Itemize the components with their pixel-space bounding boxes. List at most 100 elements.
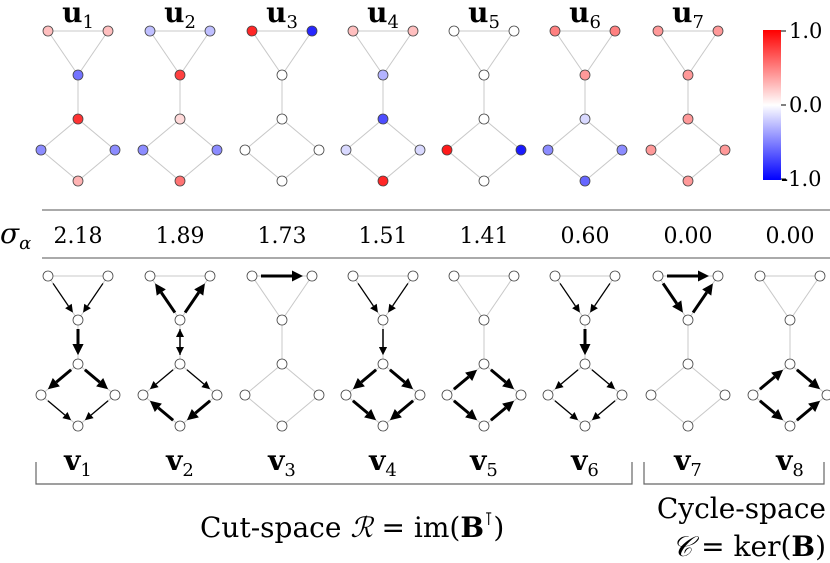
u-graph-2: u2 xyxy=(137,0,223,187)
flow-arrow-head xyxy=(502,400,515,413)
flow-arrow-head xyxy=(155,283,166,296)
v-label-6: v6 xyxy=(570,444,599,481)
graph-edge xyxy=(281,394,320,427)
graph-edge xyxy=(483,149,522,182)
flow-arrow-shaft xyxy=(661,282,678,305)
flow-arrow-head xyxy=(465,408,478,421)
graph-node xyxy=(682,314,694,326)
graph-node xyxy=(276,314,288,326)
flow-arrow-shaft xyxy=(351,399,369,415)
graph-node xyxy=(448,25,460,37)
v-label-3: v3 xyxy=(267,444,296,481)
sigma-value-5: 1.41 xyxy=(460,224,509,249)
graph-node xyxy=(102,270,114,282)
graph-node xyxy=(72,358,84,370)
flow-arrow-shaft xyxy=(392,283,409,307)
graph-edge xyxy=(584,30,616,76)
graph-node xyxy=(377,113,389,125)
graph-edge xyxy=(149,30,181,76)
graph-edge xyxy=(759,275,791,321)
graph-node xyxy=(579,175,591,187)
graph-node xyxy=(542,389,554,401)
graph-node xyxy=(144,25,156,37)
graph-node xyxy=(276,358,288,370)
colorbar: 1.0 0.0 -1.0 xyxy=(763,19,822,191)
graph-node xyxy=(306,25,318,37)
graph-node xyxy=(276,113,288,125)
graph-node xyxy=(72,175,84,187)
graph-edge xyxy=(687,149,726,182)
flow-arrow-shaft xyxy=(597,400,616,416)
graph-node xyxy=(72,420,84,432)
u-label-5: u5 xyxy=(468,0,500,33)
graph-edge xyxy=(40,149,79,182)
flow-arrow-head xyxy=(388,303,396,313)
flow-arrow-shaft xyxy=(155,369,174,385)
graph-node xyxy=(754,270,766,282)
flow-arrow-shaft xyxy=(452,375,470,391)
sigma-value-7: 0.00 xyxy=(664,224,713,249)
sigma-value-8: 0.00 xyxy=(766,224,815,249)
flow-arrow-head xyxy=(149,400,162,413)
flow-arrow-head xyxy=(194,283,205,296)
sigma-value-1: 2.18 xyxy=(54,224,103,249)
graph-edge xyxy=(179,30,211,76)
graph-node xyxy=(72,113,84,125)
graph-edge xyxy=(142,149,181,182)
graph-edge xyxy=(352,30,384,76)
flow-arrow-shaft xyxy=(87,283,104,307)
graph-node xyxy=(478,314,490,326)
u-graph-7: u7 xyxy=(645,0,731,187)
flow-arrow-head xyxy=(176,329,184,337)
graph-node xyxy=(174,314,186,326)
graph-node xyxy=(377,420,389,432)
v-graph-7: v7 xyxy=(645,270,731,481)
flow-arrow-head xyxy=(698,270,709,282)
flow-arrow-shaft xyxy=(559,283,576,307)
graph-edge xyxy=(382,149,421,182)
v-graph-8: v8 xyxy=(747,270,830,481)
graph-node xyxy=(313,144,325,156)
u-label-1: u1 xyxy=(62,0,94,33)
graph-node xyxy=(609,270,621,282)
graph-node xyxy=(645,144,657,156)
flow-arrow-head xyxy=(201,381,211,390)
graph-edge xyxy=(650,149,689,182)
graph-edge xyxy=(244,149,283,182)
flow-arrow-shaft xyxy=(388,368,406,384)
flow-arrow-shaft xyxy=(183,291,200,314)
graph-edge xyxy=(251,30,283,76)
v-graph-2: v2 xyxy=(137,270,223,481)
v-graph-6: v6 xyxy=(542,270,628,481)
graph-node xyxy=(35,144,47,156)
graph-node xyxy=(407,25,419,37)
graph-edge xyxy=(483,275,515,321)
sigma-label: σα xyxy=(0,217,31,254)
graph-edge xyxy=(554,30,586,76)
flow-arrow-shaft xyxy=(594,283,611,307)
v-graph-4: v4 xyxy=(340,270,426,481)
graph-edge xyxy=(281,118,320,151)
cut-space-bracket xyxy=(35,462,633,485)
flow-arrow-head xyxy=(149,381,159,390)
graph-node xyxy=(174,358,186,370)
graph-node xyxy=(784,358,796,370)
group-brackets: Cut-space ℛ = im(B⊺) Cycle-space 𝒞 = ker… xyxy=(35,462,826,563)
graph-node xyxy=(377,69,389,81)
u-graph-5: u5 xyxy=(441,0,527,187)
graph-edge xyxy=(687,30,719,76)
u-graph-6: u6 xyxy=(542,0,628,187)
flow-arrow-shaft xyxy=(47,400,66,416)
graph-node xyxy=(682,175,694,187)
graph-edge xyxy=(584,118,623,151)
graph-node xyxy=(246,25,258,37)
flow-arrow-head xyxy=(606,381,616,390)
graph-edge xyxy=(142,118,181,151)
graph-edge xyxy=(483,118,522,151)
graph-node xyxy=(579,69,591,81)
flow-arrow-head xyxy=(672,300,683,313)
graph-node xyxy=(652,270,664,282)
graph-node xyxy=(645,389,657,401)
